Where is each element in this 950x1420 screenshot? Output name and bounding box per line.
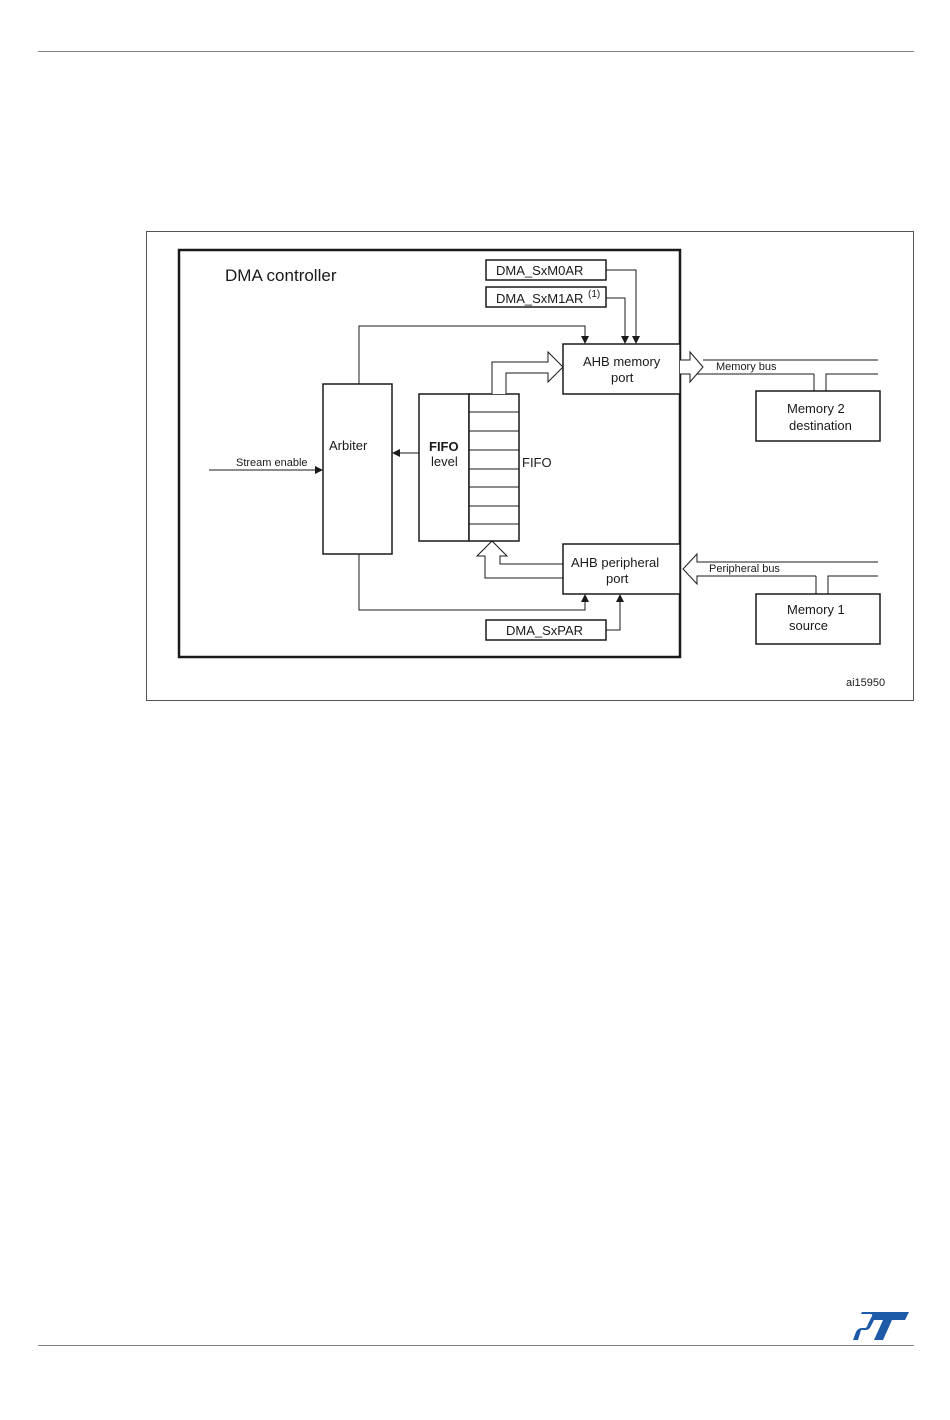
- memory2-label-2: destination: [789, 418, 852, 433]
- ahb-peripheral-port-label-2: port: [606, 571, 629, 586]
- figure-id: ai15950: [846, 677, 885, 689]
- memory-bus-arrow: [680, 352, 703, 382]
- fifo-label: FIFO: [522, 455, 552, 470]
- dma-controller-title: DMA controller: [225, 266, 337, 285]
- ahb-memory-port-label-1: AHB memory: [583, 354, 661, 369]
- memory2-destination-box: [756, 391, 880, 441]
- fifo-level-label-2: level: [431, 454, 458, 469]
- register-par-label: DMA_SxPAR: [506, 623, 583, 638]
- register-m1ar-label: DMA_SxM1AR: [496, 291, 583, 306]
- memory-bus-drop-right: [826, 374, 878, 391]
- memory1-label-2: source: [789, 618, 828, 633]
- st-logo-mark: [853, 1312, 909, 1340]
- register-m0ar-label: DMA_SxM0AR: [496, 263, 583, 278]
- arbiter-box: [323, 384, 392, 554]
- register-m1ar-footnote: (1): [588, 289, 600, 300]
- fifo-stack-box: [469, 394, 519, 541]
- peripheral-bus-drop-right: [828, 576, 878, 594]
- stream-enable-label: Stream enable: [236, 457, 308, 469]
- arbiter-label: Arbiter: [329, 438, 368, 453]
- peripheral-bus-label: Peripheral bus: [709, 563, 780, 575]
- par-connector: [606, 595, 620, 630]
- fifo-to-memory-port-arrow: [492, 352, 563, 394]
- peripheral-port-to-fifo-arrow: [477, 541, 563, 578]
- m1ar-connector: [606, 298, 625, 343]
- memory-bus-label: Memory bus: [716, 361, 777, 373]
- st-logo: [852, 1310, 910, 1342]
- fifo-level-label-1: FIFO: [429, 439, 459, 454]
- ahb-memory-port-label-2: port: [611, 370, 634, 385]
- ahb-peripheral-port-label-1: AHB peripheral: [571, 555, 659, 570]
- ahb-memory-port-box: [563, 344, 680, 394]
- memory1-label-1: Memory 1: [787, 602, 845, 617]
- memory2-label-1: Memory 2: [787, 401, 845, 416]
- m0ar-connector: [606, 270, 636, 343]
- arbiter-to-peripheral-port-line: [359, 554, 585, 610]
